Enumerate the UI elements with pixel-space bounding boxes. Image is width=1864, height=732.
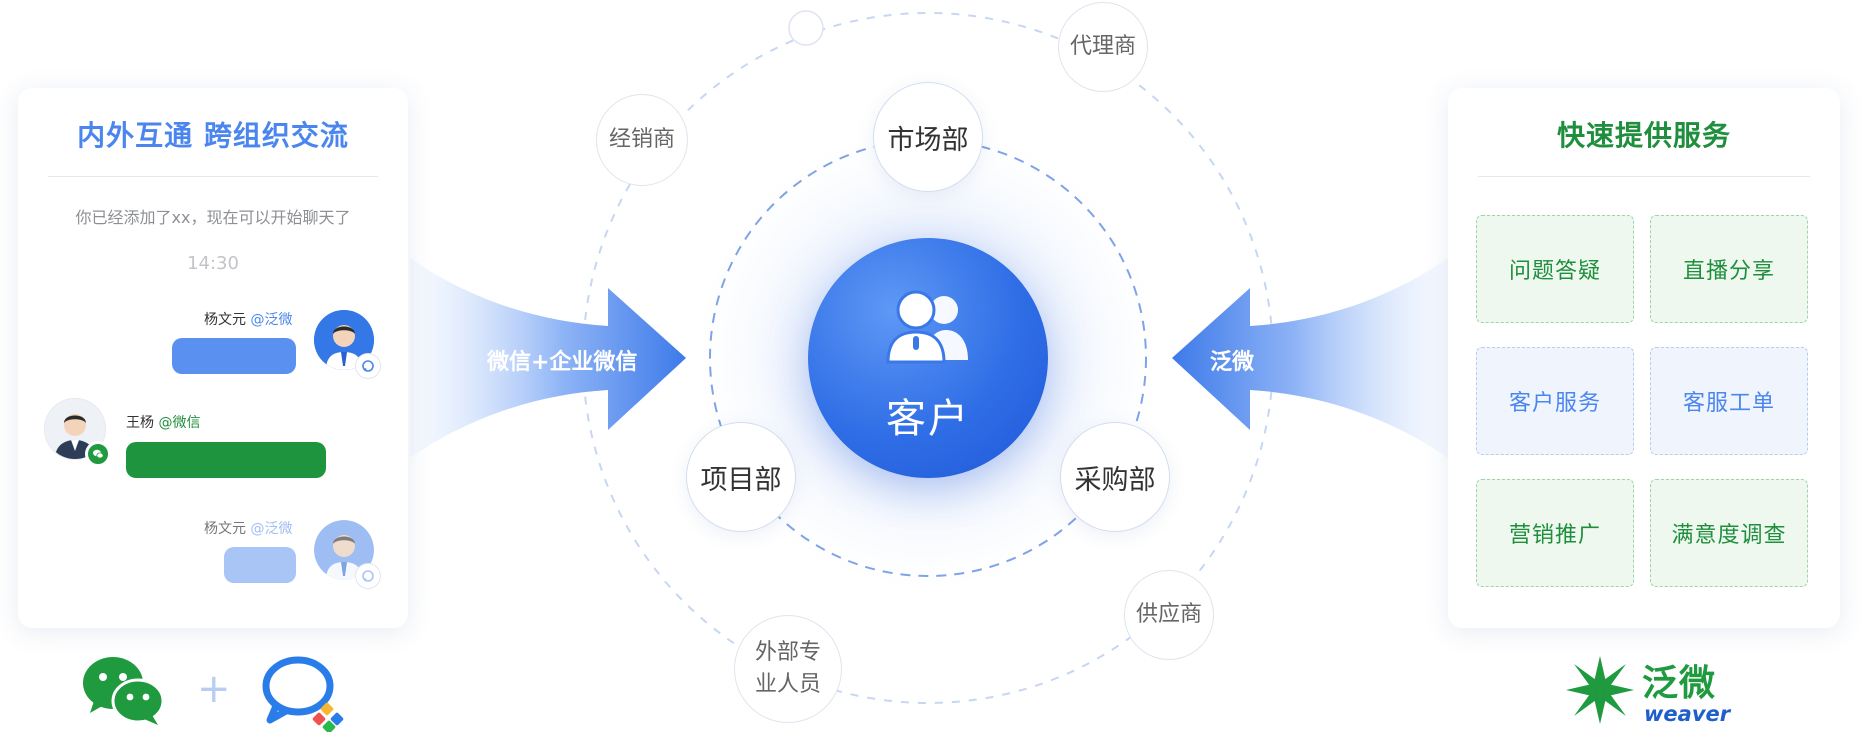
weaver-badge-icon [356,564,380,588]
service-item-marketing[interactable]: 营销推广 [1476,479,1634,587]
chat-panel-divider [48,176,378,177]
weaver-brand-en: weaver [1644,702,1731,726]
weaver-logo-mark-icon [1566,656,1634,724]
department-node-market: 市场部 [873,82,983,192]
chat-panel: 内外互通 跨组织交流 你已经添加了xx，现在可以开始聊天了 14:30 杨文元 … [18,88,408,628]
partner-node-supplier: 供应商 [1124,570,1214,660]
chat-timestamp: 14:30 [187,253,239,274]
message-sender: 杨文元 @泛微 [204,309,292,329]
sender-handle: @泛微 [250,312,293,328]
message-bubble [126,442,326,478]
left-arrow-label: 微信+企业微信 [487,350,638,375]
person-avatar-icon [314,520,374,580]
person-avatar-icon [314,310,374,370]
service-panel-title: 快速提供服务 [1556,119,1731,152]
message-bubble [172,338,296,374]
weaver-badge-icon [356,354,380,378]
weaver-brand-cn: 泛微 [1642,663,1717,704]
avatar [314,310,374,370]
chat-panel-title: 内外互通 跨组织交流 [77,119,349,152]
customer-label: 客户 [886,396,970,442]
message-sender: 杨文元 @泛微 [204,518,292,538]
partner-node-external: 外部专 业人员 [734,615,842,723]
service-item-live[interactable]: 直播分享 [1650,215,1808,323]
plus-sign: + [197,666,231,712]
sender-name: 王杨 [126,415,154,431]
external-label-line2: 业人员 [754,672,821,697]
users-icon [886,290,968,364]
weaver-logo: 泛微 weaver [1562,652,1738,730]
service-panel: 快速提供服务 问题答疑 直播分享 客户服务 客服工单 营销推广 满意度调查 [1448,88,1840,628]
service-item-ticket[interactable]: 客服工单 [1650,347,1808,455]
service-item-qa[interactable]: 问题答疑 [1476,215,1634,323]
wecom-logo-icon [262,656,344,732]
customer-center-node: 客户 [808,238,1048,478]
service-panel-divider [1478,176,1810,177]
department-node-purchase: 采购部 [1060,422,1170,532]
message-bubble [224,547,296,583]
sender-handle: @泛微 [250,521,293,537]
partner-node-dealer: 经销商 [596,94,688,186]
wechat-logo-icon [83,657,164,725]
sender-name: 杨文元 [204,521,246,537]
department-node-project: 项目部 [686,422,796,532]
service-item-customer-service[interactable]: 客户服务 [1476,347,1634,455]
ring-dot [788,10,824,46]
service-item-survey[interactable]: 满意度调查 [1650,479,1808,587]
external-label-line1: 外部专 [754,640,821,665]
left-arrow [410,258,686,458]
system-message: 你已经添加了xx，现在可以开始聊天了 [75,208,351,227]
sender-handle: @微信 [158,415,201,431]
sender-name: 杨文元 [204,312,246,328]
message-sender: 王杨 @微信 [126,412,200,432]
avatar [314,520,374,580]
right-arrow [1172,258,1448,458]
partner-node-agent: 代理商 [1058,2,1148,92]
right-arrow-label: 泛微 [1210,350,1255,375]
wechat-badge-icon [86,442,110,466]
